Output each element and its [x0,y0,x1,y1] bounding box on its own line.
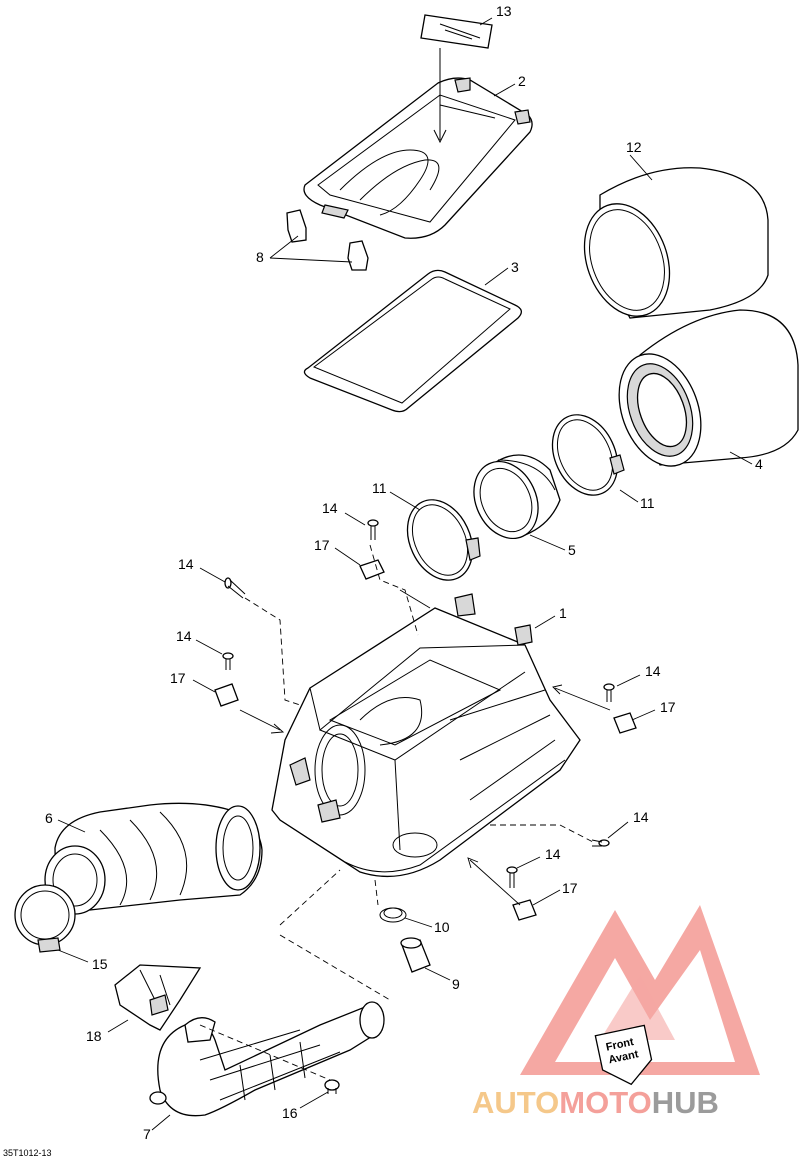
part-14-screw-top [367,519,379,540]
part-11-clamp-left [406,499,481,581]
part-14-screw-lower [506,866,518,888]
svg-text:AUTOMOTOHUB: AUTOMOTOHUB [472,1085,719,1120]
watermark-text: AUTOMOTOHUB [472,1085,719,1120]
leader-lines [57,17,753,1131]
direction-arrows [239,589,611,906]
callout-14-lower-right: 14 [633,809,649,825]
callout-6: 6 [45,810,53,826]
callout-17-right: 17 [660,699,676,715]
callout-16: 16 [282,1105,298,1121]
callout-12: 12 [626,139,642,155]
callout-9: 9 [452,976,460,992]
callout-labels: 13 2 8 3 12 4 11 11 5 14 17 14 14 17 1 1… [45,3,763,1142]
assembly-lines [199,544,596,1081]
watermark-auto: AUTO [472,1085,559,1120]
callout-14-left: 14 [176,628,192,644]
diagram-code: 35T1012-13 [3,1148,52,1158]
part-18-bracket [114,964,202,1031]
callout-4: 4 [755,456,763,472]
callout-17-top: 17 [314,537,330,553]
part-10-spring-clip [379,907,407,923]
callout-1: 1 [559,605,567,621]
part-12-prefilter [583,167,769,319]
part-2-cover [303,48,533,239]
callout-2: 2 [518,73,526,89]
part-13-label [420,14,493,49]
callout-13: 13 [496,3,512,19]
part-8-clips [286,209,369,271]
watermark-hub: HUB [652,1085,719,1120]
part-17-nut-left [214,683,239,707]
part-17-nut-lower [512,899,537,921]
part-9-drain-tube [400,937,431,973]
front-direction-tag: Front Avant [594,1024,653,1086]
callout-11-right: 11 [640,495,655,511]
callout-17-left: 17 [170,670,186,686]
callout-10: 10 [434,919,450,935]
callout-14-left-upper: 14 [178,556,194,572]
part-1-airbox [271,593,581,878]
part-17-nut-right [613,712,637,734]
part-17-nut-top [359,559,385,580]
part-4-filter [618,309,799,467]
callout-3: 3 [511,259,519,275]
callout-18: 18 [86,1028,102,1044]
part-7-duct [149,1001,385,1117]
watermark-logo [520,905,760,1075]
part-6-boot [44,802,263,915]
part-3-gasket [303,269,522,413]
callout-15: 15 [92,956,108,972]
part-16-plug [324,1079,340,1094]
part-15-clamp [14,884,76,953]
part-5-coupler [473,454,561,540]
front-label: Front [605,1036,635,1054]
callout-14-top: 14 [322,500,338,516]
callout-14-lower: 14 [545,846,561,862]
part-14-screw-left [222,652,234,670]
part-11-clamp-right [551,414,625,496]
watermark-moto: MOTO [559,1085,651,1120]
part-14-screw-lower-right [591,839,610,847]
part-14-screw-right [603,683,615,702]
callout-14-right: 14 [645,663,661,679]
callout-8: 8 [256,249,264,265]
callout-7: 7 [143,1126,151,1142]
callout-11-left: 11 [372,480,387,496]
callout-5: 5 [568,542,576,558]
part-14-screw-left-upper [224,577,246,599]
callout-17-lower: 17 [562,880,578,896]
